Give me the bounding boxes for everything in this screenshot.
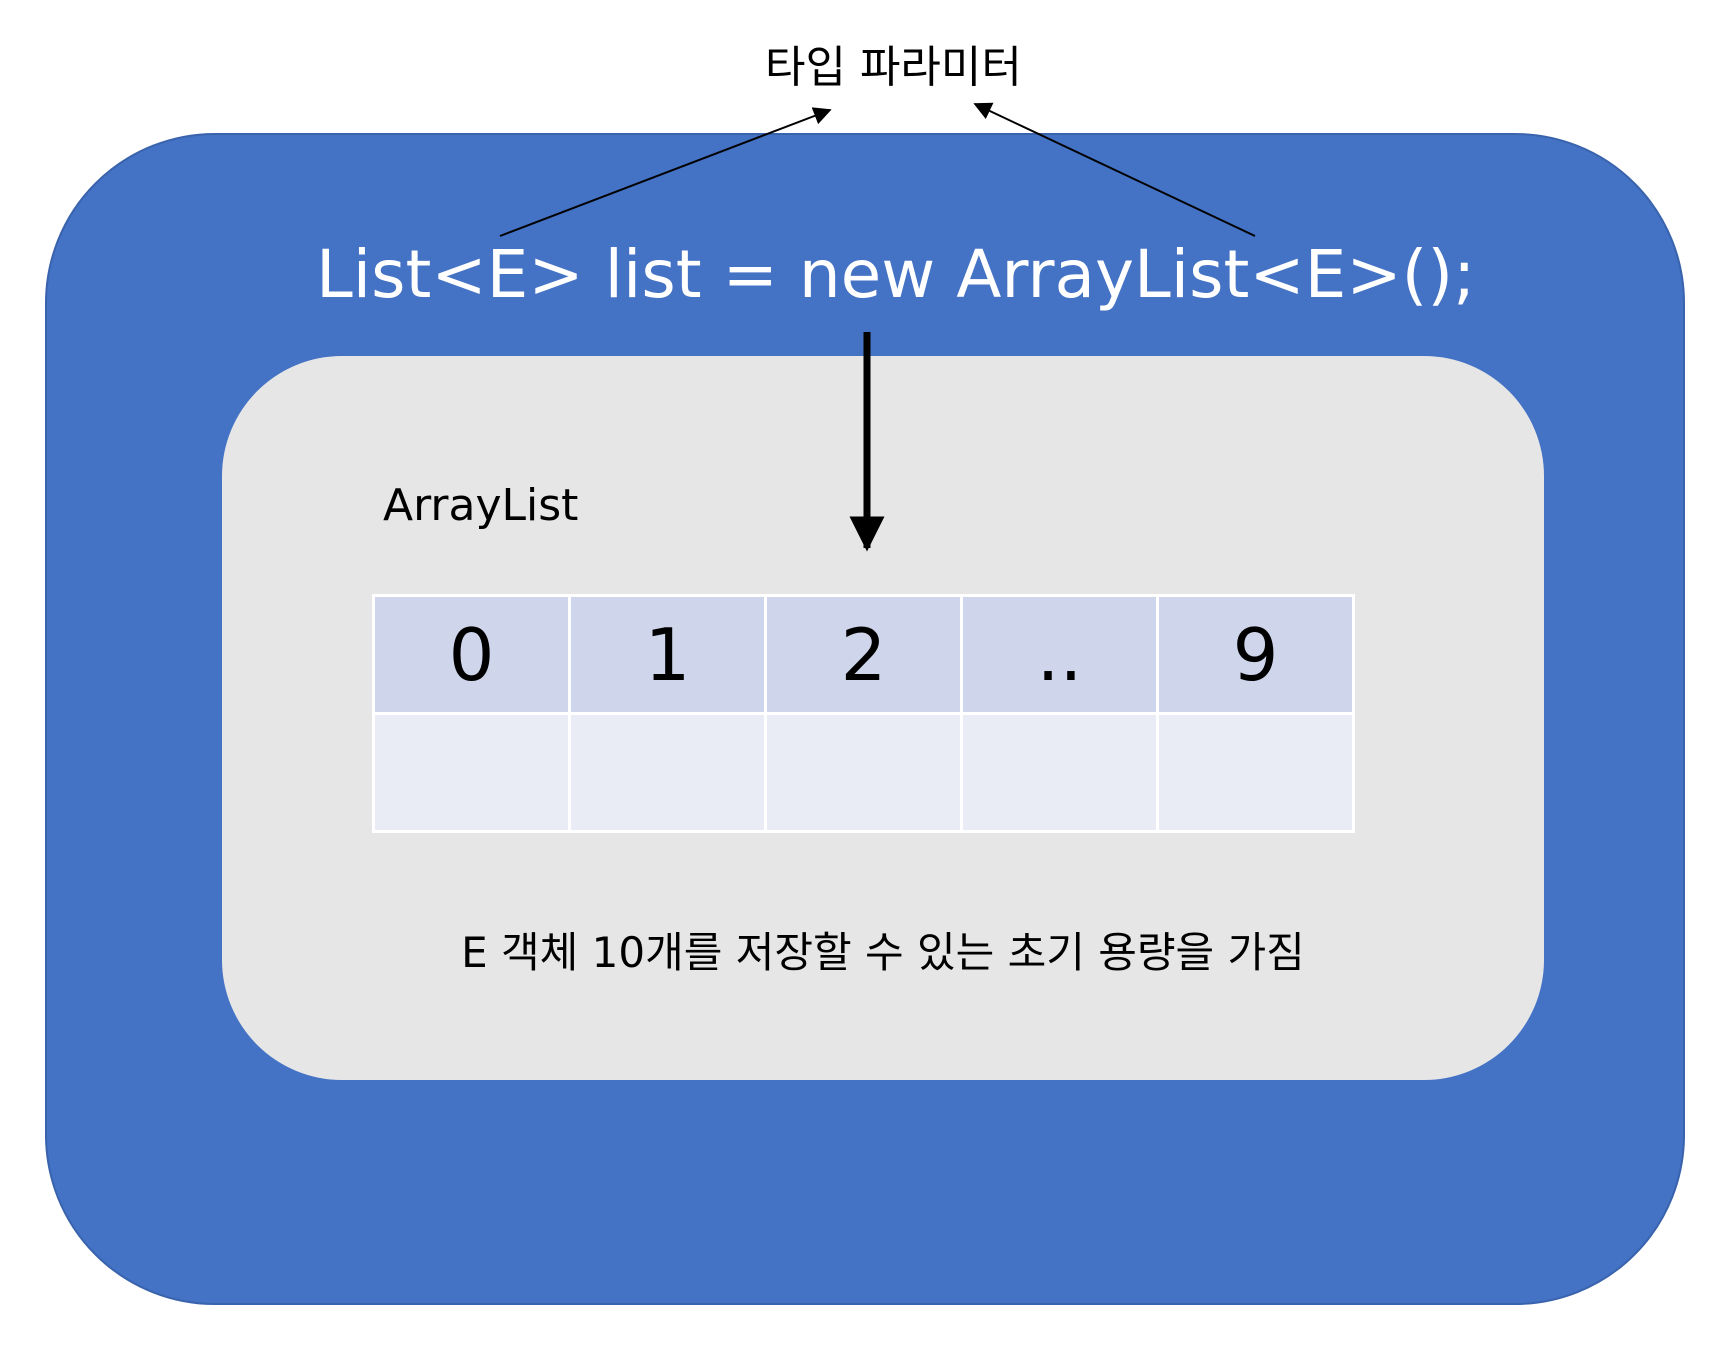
array-table: 0 1 2 .. 9 <box>372 594 1355 833</box>
index-cell: 2 <box>764 594 963 715</box>
index-row: 0 1 2 .. 9 <box>372 594 1355 715</box>
value-cell <box>1156 712 1355 833</box>
index-cell: 9 <box>1156 594 1355 715</box>
capacity-caption: E 객체 10개를 저장할 수 있는 초기 용량을 가짐 <box>461 928 1305 977</box>
arraylist-label: ArrayList <box>383 480 579 531</box>
value-cell <box>372 712 571 833</box>
value-cell <box>764 712 963 833</box>
value-row <box>372 712 1355 833</box>
value-cell <box>960 712 1159 833</box>
index-cell: 1 <box>568 594 767 715</box>
index-cell: .. <box>960 594 1159 715</box>
code-statement: List<E> list = new ArrayList<E>(); <box>316 236 1476 313</box>
value-cell <box>568 712 767 833</box>
type-parameter-label: 타입 파라미터 <box>765 42 1022 93</box>
index-cell: 0 <box>372 594 571 715</box>
